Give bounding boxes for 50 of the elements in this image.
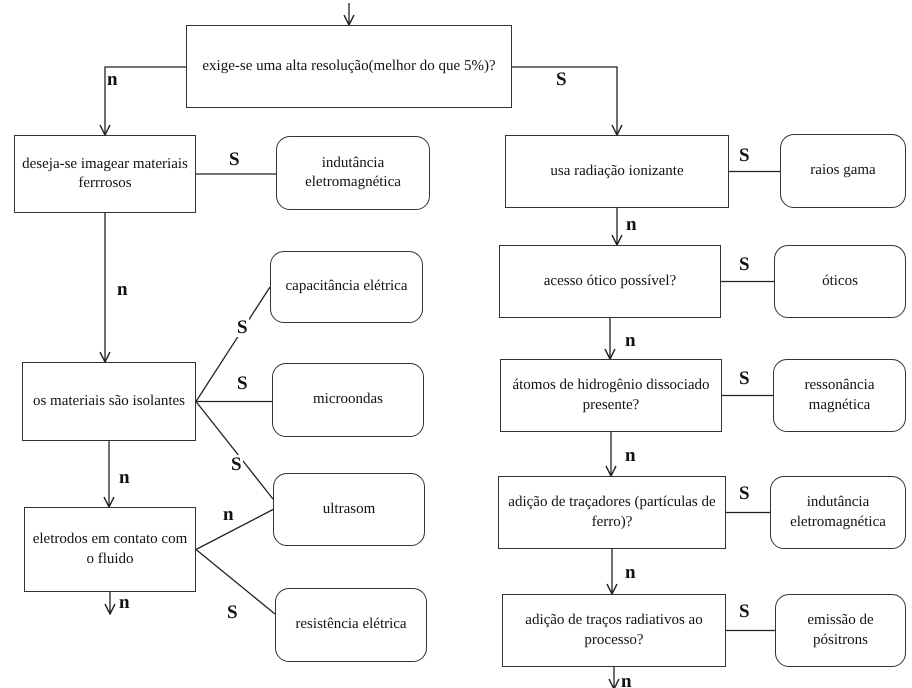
method-text: óticos bbox=[822, 272, 858, 291]
method-text: indutância eletromagnética bbox=[789, 493, 887, 532]
result-box bbox=[272, 363, 424, 437]
result-box bbox=[276, 136, 430, 210]
question-box bbox=[498, 476, 726, 549]
result-box bbox=[770, 476, 906, 549]
connector-arrow bbox=[604, 318, 616, 360]
method-text: indutância eletromagnética bbox=[304, 154, 402, 192]
question-box bbox=[505, 135, 729, 208]
edge-label: S bbox=[236, 318, 249, 337]
method-text: microondas bbox=[313, 390, 383, 410]
result-box bbox=[774, 245, 906, 318]
method-text: ultrasom bbox=[322, 500, 376, 519]
connector-arrow bbox=[99, 213, 111, 363]
result-box bbox=[775, 594, 906, 667]
question-text: átomos de hidrogênio dissociado presente? bbox=[511, 376, 711, 414]
question-box bbox=[22, 362, 196, 441]
connector-arrow bbox=[606, 549, 618, 595]
connector-arrow bbox=[611, 208, 623, 246]
question-box bbox=[186, 25, 512, 108]
method-text: ressonância magnética bbox=[804, 376, 876, 414]
result-box bbox=[780, 134, 906, 208]
method-text: emissão de pósitrons bbox=[806, 611, 875, 650]
connector-arrow bbox=[104, 592, 116, 615]
question-box bbox=[14, 135, 196, 213]
question-text: adição de traços radiativos ao processo? bbox=[524, 611, 704, 650]
question-text: eletrodos em contato com o fluido bbox=[32, 530, 188, 568]
question-text: acesso ótico possível? bbox=[544, 272, 676, 291]
result-box bbox=[275, 588, 427, 662]
question-text: usa radiação ionizante bbox=[550, 162, 684, 181]
connector-arrow bbox=[343, 3, 355, 26]
result-box bbox=[273, 473, 425, 546]
connector-arrow bbox=[608, 667, 620, 688]
connector-arrow bbox=[99, 66, 186, 136]
result-box bbox=[270, 251, 423, 323]
result-box bbox=[773, 359, 906, 432]
question-text: exige-se uma alta resolução(melhor do que 5%)? bbox=[202, 56, 496, 76]
question-box bbox=[502, 594, 726, 667]
question-text: os materiais são isolantes bbox=[32, 392, 186, 411]
method-text: resistência elétrica bbox=[295, 615, 407, 634]
connector-arrow bbox=[103, 441, 115, 508]
connector-arrow bbox=[605, 432, 617, 477]
question-text: adição de traçadores (partículas de ferro)? bbox=[507, 493, 717, 532]
question-box bbox=[24, 507, 196, 592]
question-box bbox=[500, 359, 722, 432]
method-text: raios gama bbox=[810, 161, 876, 180]
connector-arrow bbox=[512, 66, 623, 136]
question-box bbox=[499, 245, 721, 318]
method-text: capacitância elétrica bbox=[286, 277, 408, 296]
question-text: deseja-se imagear materiais ferrrosos bbox=[21, 154, 189, 193]
